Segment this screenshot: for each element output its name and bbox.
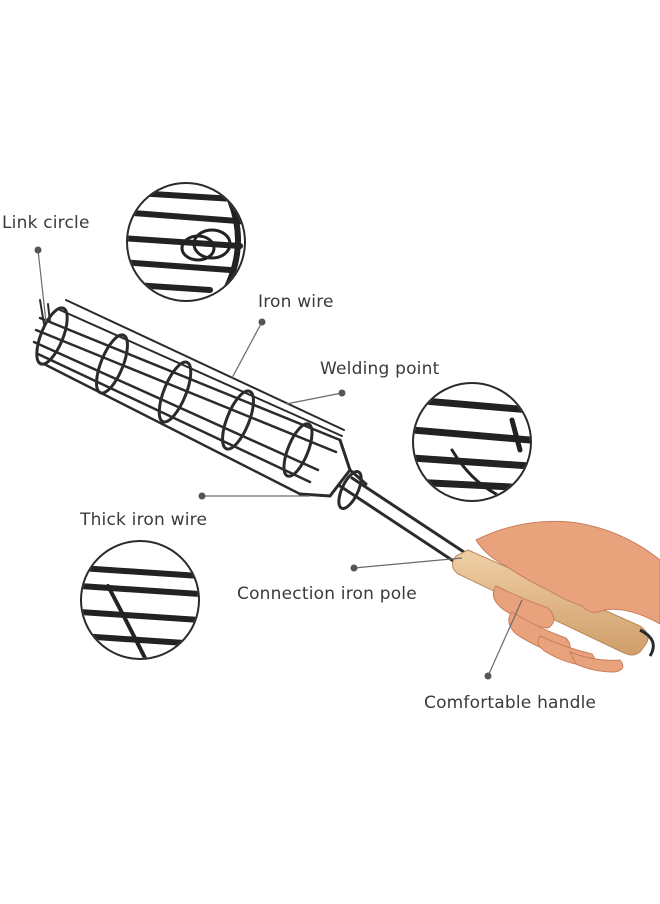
detail-circle-welding xyxy=(412,382,532,502)
wire-basket xyxy=(32,299,478,574)
label-welding-point: Welding point xyxy=(320,359,440,379)
label-comfortable-handle: Comfortable handle xyxy=(424,693,597,713)
dot-welding-point xyxy=(338,389,346,397)
wooden-handle xyxy=(452,549,655,657)
label-connection-iron-pole: Connection iron pole xyxy=(237,584,417,604)
detail-circle-link xyxy=(126,182,246,302)
label-link-circle: Link circle xyxy=(2,213,90,233)
dot-iron-wire xyxy=(258,318,266,326)
detail-circle-thick-wire xyxy=(80,540,200,660)
label-thick-iron-wire: Thick iron wire xyxy=(80,510,208,530)
leader-lines xyxy=(34,246,523,680)
label-iron-wire: Iron wire xyxy=(258,292,334,312)
dot-thick-iron-wire xyxy=(198,492,206,500)
dot-connection-iron-pole xyxy=(350,564,358,572)
dot-comfortable-handle xyxy=(484,672,492,680)
dot-link-circle xyxy=(34,246,42,254)
hand xyxy=(475,520,660,673)
